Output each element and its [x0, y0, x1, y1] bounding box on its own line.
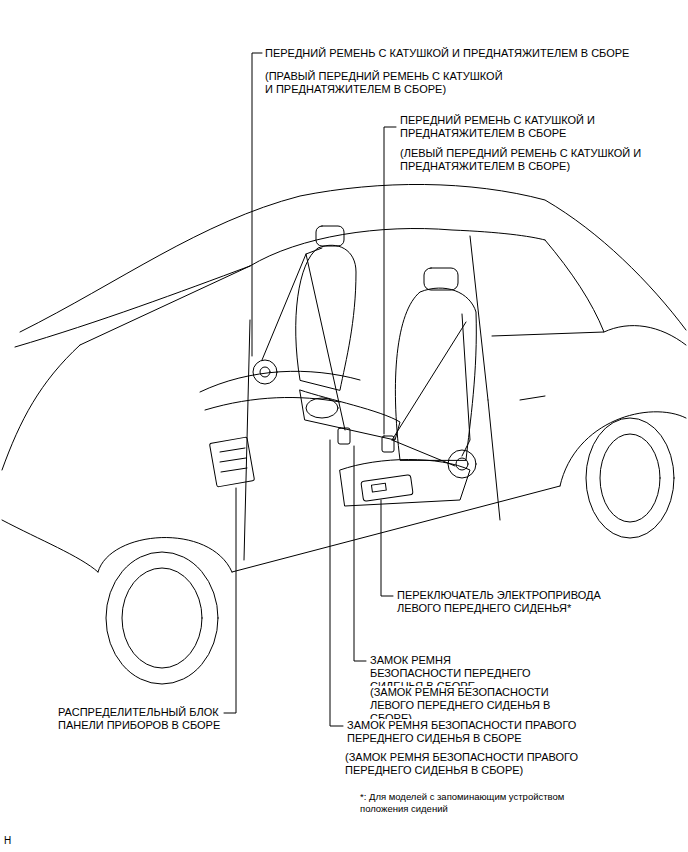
near-retractor-hub — [456, 458, 468, 470]
a-pillar — [80, 266, 250, 345]
hood-line — [2, 345, 80, 470]
far-retractor — [253, 360, 277, 384]
part-label-note: (ЛЕВЫЙ ПЕРЕДНИЙ РЕМЕНЬ С КАТУШКОЙ И ПРЕД… — [400, 147, 644, 173]
rear-door-line — [488, 400, 500, 520]
window-top-line — [250, 229, 545, 267]
footnote: *: Для моделей с запоминающим устройство… — [360, 791, 610, 815]
far-belt — [262, 248, 322, 360]
far-headrest — [316, 226, 344, 246]
far-retractor-hub — [260, 367, 270, 377]
sill-line — [232, 486, 560, 572]
front-rim — [122, 568, 202, 668]
part-label: РАСПРЕДЕЛИТЕЛЬНЫЙ БЛОК ПАНЕЛИ ПРИБОРОВ В… — [58, 706, 222, 732]
near-retractor — [448, 450, 476, 478]
dashboard-lower — [205, 397, 340, 410]
leader-line — [354, 446, 366, 661]
near-seat-back — [395, 288, 476, 460]
part-label-note: (ЗАМОК РЕМНЯ БЕЗОПАСНОСТИ ПРАВОГО ПЕРЕДН… — [345, 751, 585, 777]
seat-switch — [361, 475, 413, 502]
near-headrest — [424, 268, 458, 290]
part-label: ПЕРЕДНИЙ РЕМЕНЬ С КАТУШКОЙ И ПРЕДНАТЯЖИТ… — [400, 114, 636, 140]
leader-line — [224, 488, 236, 713]
leader-line — [381, 500, 393, 596]
junction-block-detail — [220, 448, 247, 472]
part-label-note: (ПРАВЫЙ ПЕРЕДНИЙ РЕМЕНЬ С КАТУШКОЙ И ПРЕ… — [265, 70, 511, 96]
seat-switch-knob — [371, 483, 386, 492]
far-buckle — [338, 428, 350, 444]
near-buckle — [382, 436, 394, 452]
far-seat-back — [296, 245, 356, 390]
junction-block — [209, 437, 254, 487]
leader-line — [252, 53, 262, 356]
near-belt-shoulder — [392, 322, 466, 440]
part-label: ЗАМОК РЕМНЯ БЕЗОПАСНОСТИ ПРАВОГО ПЕРЕДНЕ… — [347, 719, 585, 745]
b-pillar — [470, 236, 488, 400]
rear-wheel-arch — [560, 412, 686, 486]
part-label: ПЕРЕКЛЮЧАТЕЛЬ ЭЛЕКТРОПРИВОДА ЛЕВОГО ПЕРЕ… — [397, 589, 609, 615]
front-wheel-arch — [98, 537, 232, 572]
front-bumper — [2, 520, 98, 572]
cowl-line — [15, 266, 250, 347]
near-belt-lap — [392, 440, 455, 466]
steering-wheel — [306, 398, 338, 418]
rear-wheel — [586, 418, 674, 538]
rear-window — [492, 240, 604, 336]
leader-line — [384, 127, 396, 434]
part-label: ПЕРЕДНИЙ РЕМЕНЬ С КАТУШКОЙ И ПРЕДНАТЯЖИТ… — [265, 47, 665, 60]
leader-line — [330, 440, 343, 726]
door-handle — [520, 396, 545, 400]
front-wheel — [106, 552, 218, 684]
far-belt-lap — [306, 254, 345, 430]
rear-rim — [600, 434, 660, 522]
rear-pillar — [604, 326, 686, 345]
near-seat-cushion — [340, 460, 470, 507]
figure-code: H — [4, 834, 24, 847]
near-belt — [462, 314, 470, 456]
